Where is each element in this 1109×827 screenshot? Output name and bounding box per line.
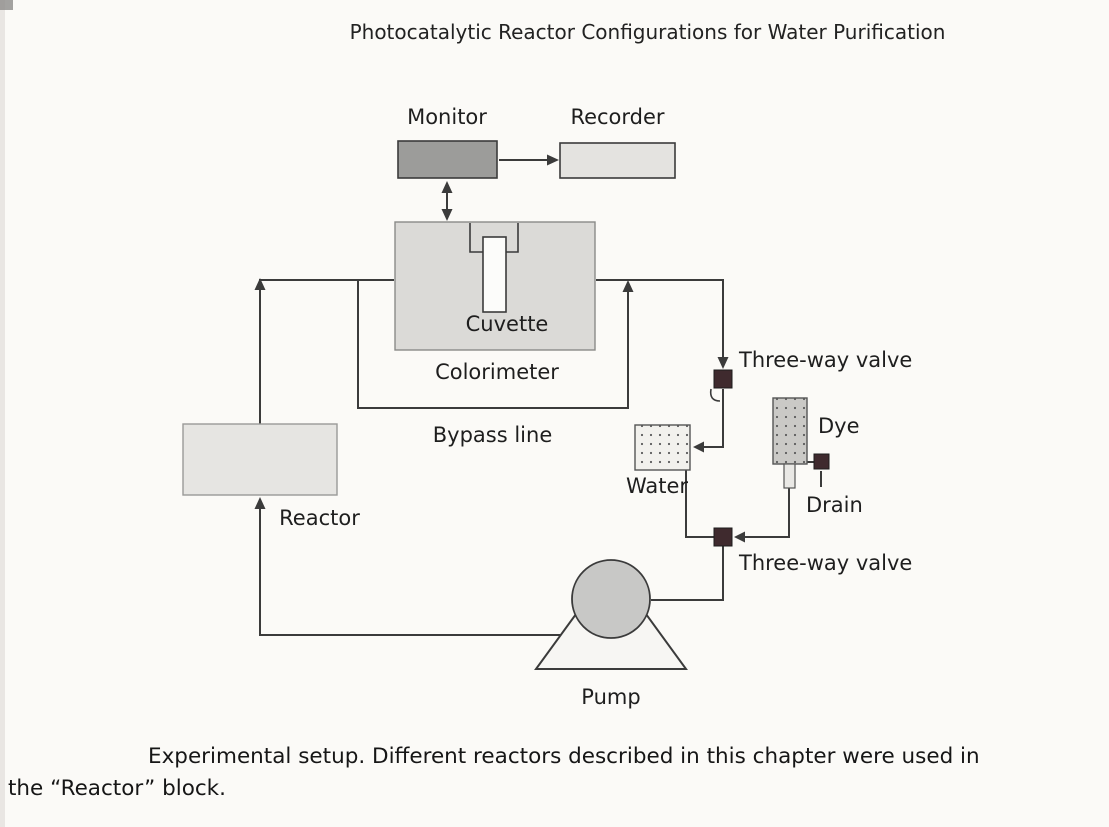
water-label: Water bbox=[625, 474, 689, 498]
lower-three-way-valve bbox=[713, 527, 733, 547]
reactor-box bbox=[182, 423, 338, 496]
scan-edge-artifact bbox=[0, 0, 5, 827]
upper-three-way-valve-label: Three-way valve bbox=[739, 348, 913, 372]
dye-box bbox=[772, 397, 808, 489]
recorder-label: Recorder bbox=[570, 105, 665, 129]
colorimeter-label: Colorimeter bbox=[435, 360, 559, 384]
upper-three-way-valve bbox=[713, 369, 733, 389]
drain-label: Drain bbox=[806, 493, 863, 517]
scan-corner-artifact bbox=[0, 0, 13, 10]
reactor-label: Reactor bbox=[279, 506, 360, 530]
monitor-label: Monitor bbox=[407, 105, 487, 129]
bypass-line-label: Bypass line bbox=[432, 423, 553, 447]
caption-line-2: the “Reactor” block. bbox=[8, 776, 226, 802]
dye-label: Dye bbox=[818, 414, 860, 438]
monitor-box bbox=[397, 140, 498, 179]
caption-line-1: Experimental setup. Different reactors d… bbox=[148, 744, 980, 769]
drain-box bbox=[813, 453, 830, 470]
cuvette-label: Cuvette bbox=[465, 312, 549, 336]
cuvette-shape bbox=[469, 223, 519, 313]
dye-outlet bbox=[783, 463, 796, 489]
figure-caption: Experimental setup. Different reactors d… bbox=[8, 741, 1100, 806]
figure-title: Photocatalytic Reactor Configurations fo… bbox=[349, 20, 946, 44]
pump-label: Pump bbox=[581, 685, 641, 709]
flow-arrowheads bbox=[254, 154, 745, 543]
recorder-box bbox=[559, 142, 676, 179]
water-box bbox=[634, 424, 691, 471]
lower-three-way-valve-label: Three-way valve bbox=[739, 551, 913, 575]
pump-symbol bbox=[534, 559, 688, 670]
